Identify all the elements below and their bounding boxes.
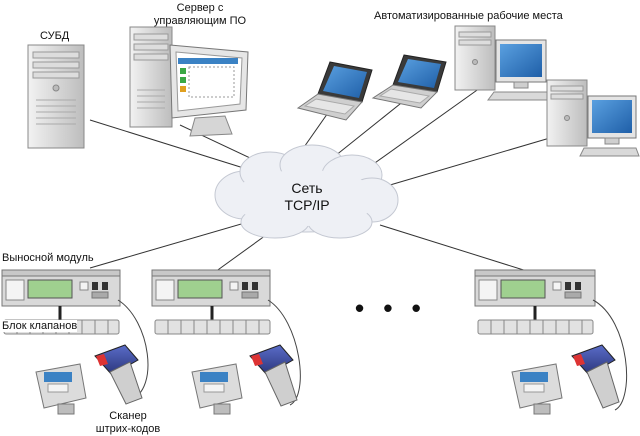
dbms-server-tower — [27, 44, 85, 149]
network-label-line1: Сеть — [291, 180, 323, 196]
barcode-scanner-1 — [94, 344, 143, 405]
card-reader-1 — [35, 363, 87, 415]
control-server — [129, 26, 249, 137]
card-reader-2 — [191, 363, 243, 415]
ellipsis-dots: • • • — [355, 293, 427, 323]
laptop-1 — [296, 61, 373, 121]
network-label-line2: TCP/IP — [284, 197, 330, 213]
scanner-label: Сканер штрих-кодов — [88, 410, 168, 436]
remote-module-2 — [151, 269, 271, 322]
remote-module-1 — [1, 269, 121, 322]
network-label: Сеть TCP/IP — [262, 180, 352, 214]
server-label-line2: управляющим ПО — [153, 15, 247, 27]
laptop-2 — [371, 54, 447, 109]
workstation-2 — [546, 79, 640, 157]
scanner-label-line2: штрих-кодов — [95, 423, 161, 435]
valve-block-3 — [477, 319, 594, 335]
network-cloud — [214, 144, 399, 239]
remote-module-label: Выносной модуль — [2, 252, 94, 264]
server-label: Сервер с управляющим ПО — [140, 2, 260, 28]
server-label-line1: Сервер с — [176, 2, 224, 14]
barcode-scanner-3 — [571, 344, 620, 409]
workstations-label: Автоматизированные рабочие места — [374, 10, 563, 22]
workstation-1 — [454, 25, 559, 101]
remote-module-3 — [474, 269, 596, 322]
barcode-scanner-2 — [249, 344, 298, 407]
card-reader-3 — [511, 363, 563, 415]
scanner-label-line1: Сканер — [109, 410, 147, 422]
valve-block-2 — [154, 319, 271, 335]
valve-block-label: Блок клапанов — [2, 320, 78, 332]
dbms-label: СУБД — [40, 30, 70, 42]
